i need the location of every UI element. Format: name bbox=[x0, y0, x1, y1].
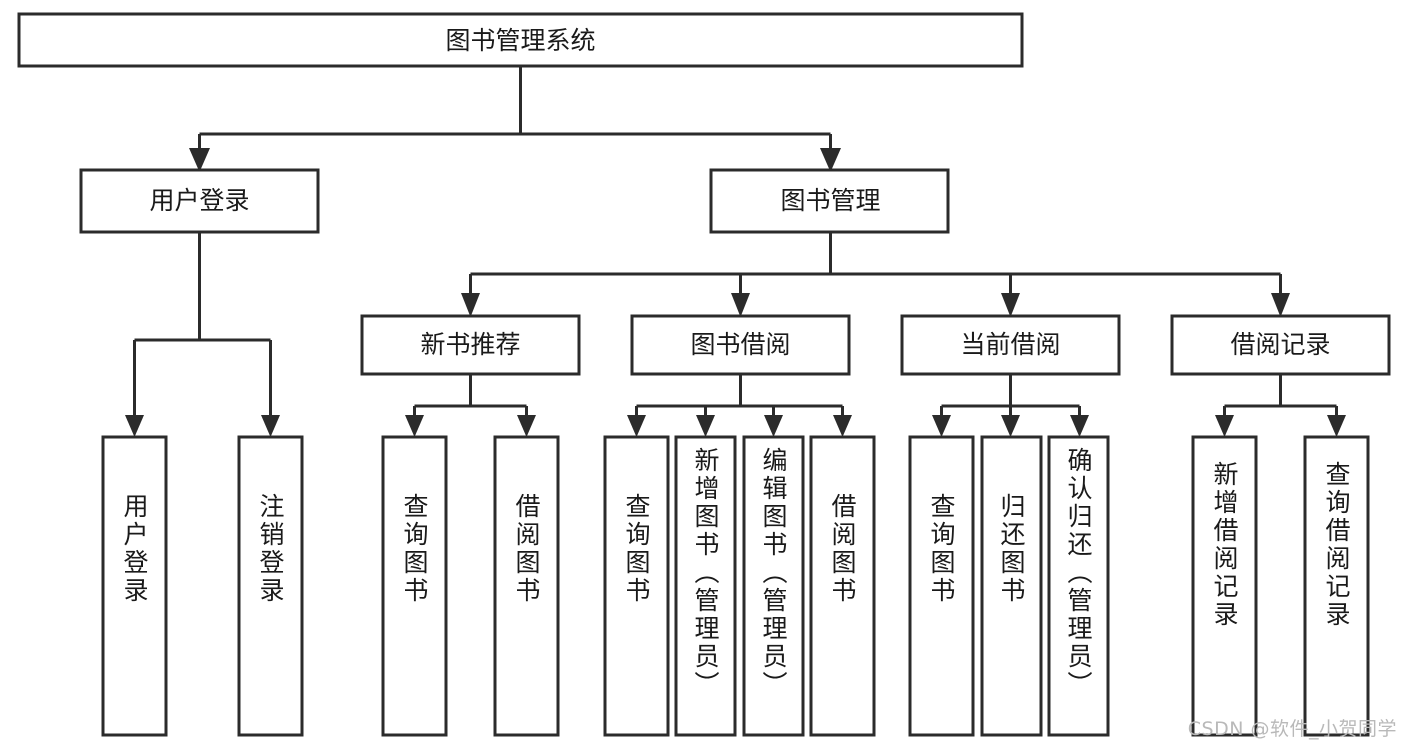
arrow-icon-to-user-login bbox=[189, 148, 210, 172]
leaf-box-group bbox=[101, 435, 1370, 737]
leaf-box-add-book-admin[interactable] bbox=[674, 435, 737, 737]
node-borrow-record-box[interactable] bbox=[1170, 314, 1391, 376]
arrow-icon-to-borrow bbox=[731, 293, 750, 317]
node-book-borrow-box[interactable] bbox=[630, 314, 851, 376]
arrow-icon-leaf-3 bbox=[405, 415, 424, 437]
node-book-borrow[interactable]: 图书借阅 bbox=[630, 314, 851, 376]
node-book-management-label: 图书管理 bbox=[780, 186, 880, 215]
arrow-icon-leaf-5 bbox=[627, 415, 646, 437]
arrow-icon-leaf-8 bbox=[833, 415, 852, 437]
arrow-icon-leaf-7 bbox=[764, 415, 783, 437]
leaf-box-return-book[interactable] bbox=[980, 435, 1043, 737]
leaf-box-query-book-a[interactable] bbox=[381, 435, 448, 737]
arrow-icon-leaf-12 bbox=[1215, 415, 1234, 437]
leaf-box-user-login[interactable] bbox=[101, 435, 168, 737]
arrow-icon-to-book-mgmt bbox=[820, 148, 841, 172]
node-borrow-record[interactable]: 借阅记录 bbox=[1170, 314, 1391, 376]
leaf-box-borrow-book-a[interactable] bbox=[493, 435, 560, 737]
leaf-box-logout[interactable] bbox=[237, 435, 304, 737]
node-root[interactable]: 图书管理系统 bbox=[17, 12, 1024, 68]
leaf-box-query-record[interactable] bbox=[1303, 435, 1370, 737]
node-user-login[interactable]: 用户登录 bbox=[79, 168, 320, 234]
csdn-watermark: CSDN @软件_小贺同学 bbox=[1187, 718, 1397, 740]
node-user-login-label: 用户登录 bbox=[149, 186, 249, 215]
node-book-management[interactable]: 图书管理 bbox=[709, 168, 950, 234]
node-user-login-box[interactable] bbox=[79, 168, 320, 234]
node-root-box[interactable] bbox=[17, 12, 1024, 68]
node-book-borrow-label: 图书借阅 bbox=[690, 330, 790, 359]
arrow-icon-to-record bbox=[1271, 293, 1290, 317]
node-book-management-box[interactable] bbox=[709, 168, 950, 234]
arrow-icon-leaf-6 bbox=[696, 415, 715, 437]
arrow-icon-leaf-1 bbox=[125, 415, 144, 437]
leaf-box-query-book-c[interactable] bbox=[908, 435, 975, 737]
node-borrow-record-label: 借阅记录 bbox=[1230, 330, 1330, 359]
arrow-icon-leaf-13 bbox=[1327, 415, 1346, 437]
node-new-book-recommend-label: 新书推荐 bbox=[420, 330, 520, 359]
arrow-icon-to-current bbox=[1001, 293, 1020, 317]
leaf-box-confirm-return[interactable] bbox=[1047, 435, 1110, 737]
arrow-icon-leaf-2 bbox=[261, 415, 280, 437]
arrow-icon-leaf-9 bbox=[932, 415, 951, 437]
arrow-icon-to-new-book bbox=[461, 293, 480, 317]
leaf-box-query-book-b[interactable] bbox=[603, 435, 670, 737]
arrow-icon-leaf-4 bbox=[517, 415, 536, 437]
node-current-borrow-box[interactable] bbox=[900, 314, 1121, 376]
node-root-label: 图书管理系统 bbox=[445, 26, 595, 55]
arrow-icon-leaf-11 bbox=[1070, 415, 1089, 437]
node-new-book-recommend[interactable]: 新书推荐 bbox=[360, 314, 581, 376]
leaf-box-add-record[interactable] bbox=[1191, 435, 1258, 737]
node-current-borrow-label: 当前借阅 bbox=[960, 330, 1060, 359]
arrowhead-group bbox=[125, 148, 1346, 437]
node-current-borrow[interactable]: 当前借阅 bbox=[900, 314, 1121, 376]
node-new-book-recommend-box[interactable] bbox=[360, 314, 581, 376]
arrow-icon-leaf-10 bbox=[1001, 415, 1020, 437]
leaf-box-borrow-book-b[interactable] bbox=[809, 435, 876, 737]
leaf-box-edit-book-admin[interactable] bbox=[742, 435, 805, 737]
